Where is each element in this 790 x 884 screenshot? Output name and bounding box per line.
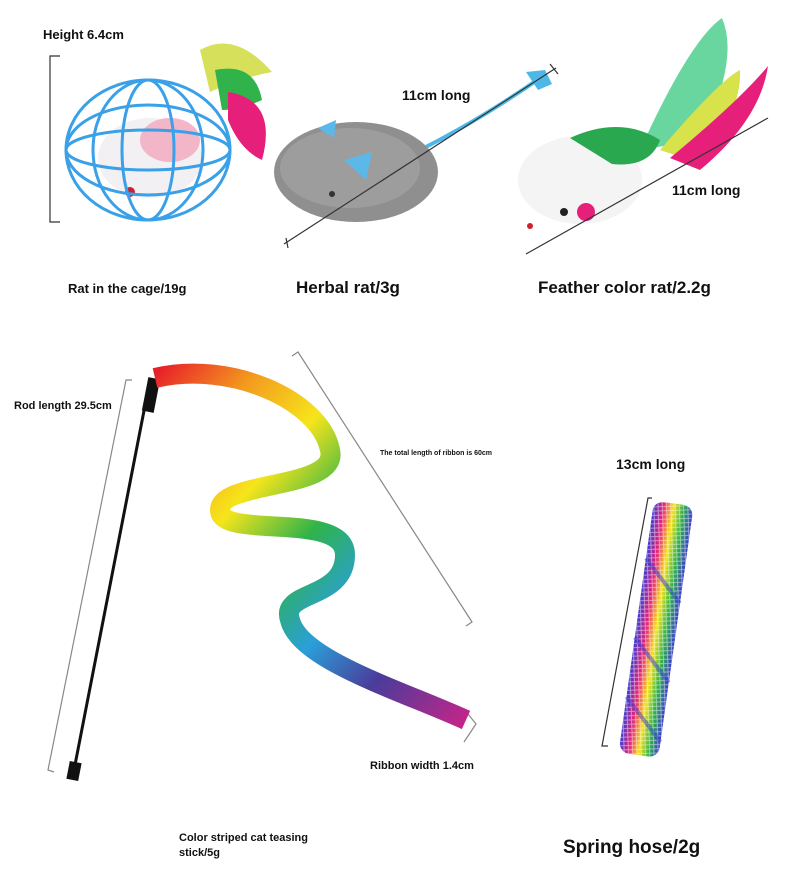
feather-rat-length-label: 11cm long (672, 182, 741, 198)
ribbon-total-length-label: The total length of ribbon is 60cm (380, 450, 493, 457)
teasing-stick-name-label-line2: stick/5g (179, 847, 220, 859)
ribbon-length-bracket (291, 351, 473, 627)
cage-rat-height-label: Height 6.4cm (43, 27, 124, 42)
spring-hose-length-label: 13cm long (616, 456, 686, 472)
cage-rat-name-label: Rat in the cage/19g (68, 281, 187, 296)
ribbon-width-label: Ribbon width 1.4cm (370, 760, 474, 772)
feather-rat-image (518, 18, 769, 255)
rod-bracket (47, 379, 132, 773)
cage-rat-image (49, 43, 272, 223)
rod-length-label: Rod length 29.5cm (14, 400, 112, 412)
feather-rat-name-label: Feather color rat/2.2g (538, 278, 711, 297)
spring-hose-image (601, 497, 693, 757)
herbal-rat-image (274, 63, 559, 249)
teasing-stick-name-label-line1: Color striped cat teasing (179, 832, 308, 844)
spring-hose-name-label: Spring hose/2g (563, 837, 701, 858)
height-bracket (49, 55, 60, 223)
herbal-rat-length-label: 11cm long (402, 87, 471, 103)
length-line (525, 117, 769, 255)
herbal-rat-name-label: Herbal rat/3g (296, 278, 400, 297)
hose-bracket (601, 497, 652, 747)
teasing-stick-image (47, 351, 477, 781)
length-line (283, 67, 557, 245)
